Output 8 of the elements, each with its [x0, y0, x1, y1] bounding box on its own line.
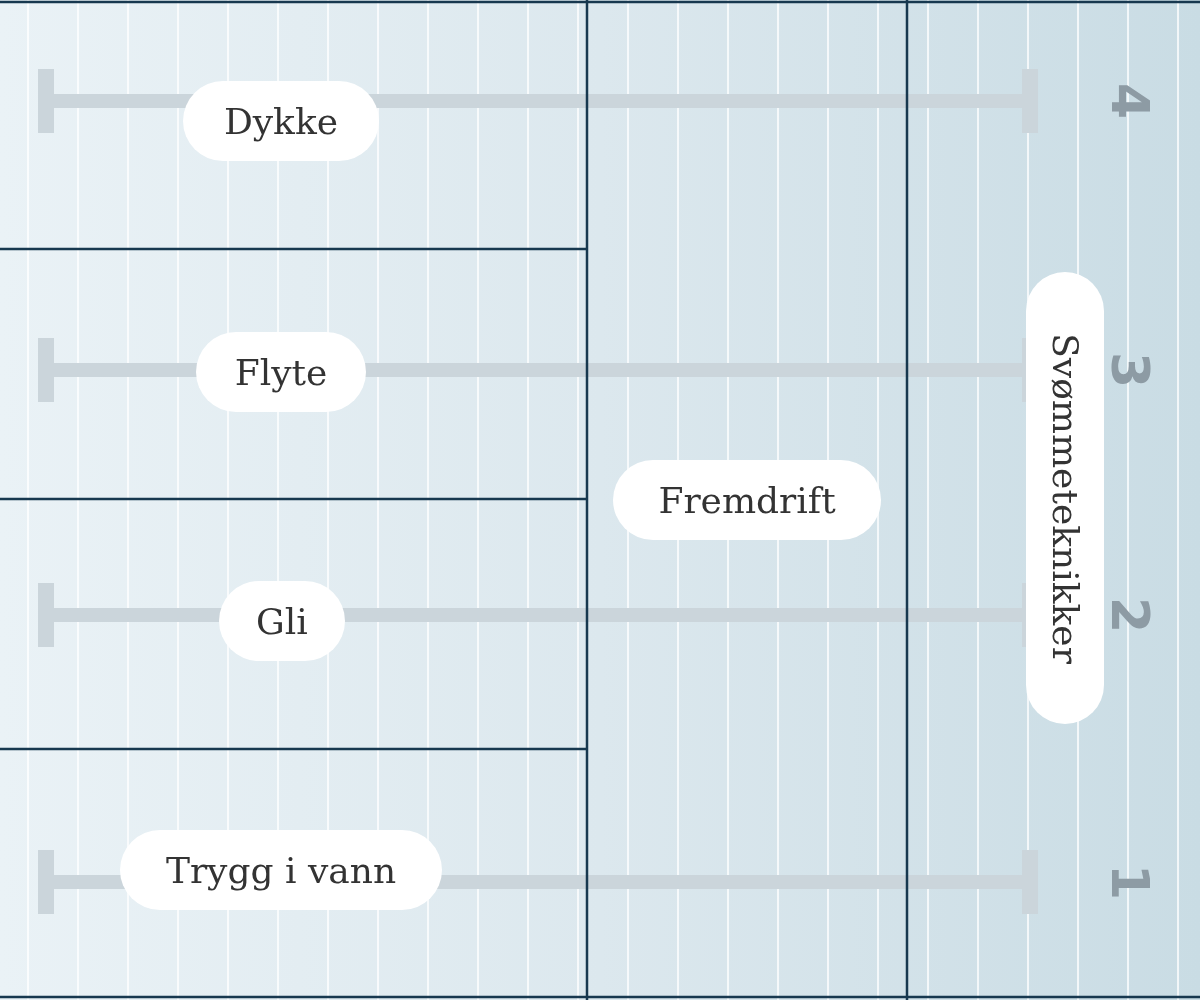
label-pill: Flyte — [196, 332, 366, 412]
label-pill: Trygg i vann — [120, 830, 442, 910]
lane-number: 4 — [1100, 81, 1160, 122]
lane-number: 1 — [1100, 862, 1160, 903]
label-pill: Svømmeteknikker — [1026, 272, 1104, 724]
label-pill: Gli — [219, 581, 345, 661]
label-pill: Fremdrift — [613, 460, 881, 540]
label-pill: Dykke — [183, 81, 379, 161]
